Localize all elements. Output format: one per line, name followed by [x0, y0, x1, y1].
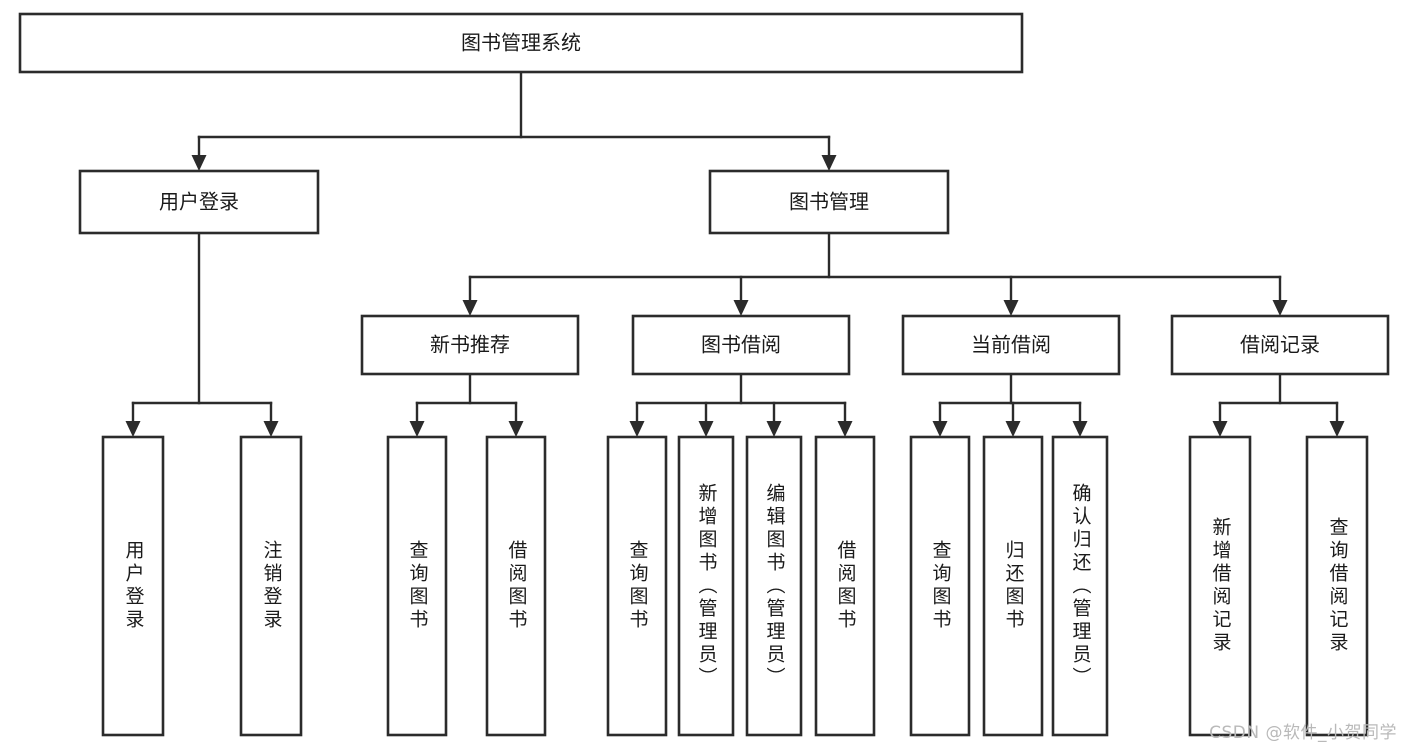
node-leaf-2[interactable]	[386, 435, 448, 737]
arrow-level2-1	[821, 155, 837, 171]
node-leaf-6[interactable]	[745, 435, 803, 737]
node-leaf-1[interactable]	[239, 435, 303, 737]
node-leaf-11[interactable]	[1188, 435, 1252, 737]
arrow-level3-2	[1003, 300, 1019, 316]
arrow-leaf-3	[508, 421, 524, 437]
arrow-leaf-4	[629, 421, 645, 437]
connectors-layer	[125, 70, 1345, 437]
node-level3-label-3: 借阅记录	[1240, 333, 1320, 357]
node-level2-0[interactable]	[78, 169, 320, 235]
node-leaf-3[interactable]	[485, 435, 547, 737]
boxes-layer	[18, 12, 1390, 737]
node-level3-1[interactable]	[631, 314, 851, 376]
arrow-level3-3	[1272, 300, 1288, 316]
node-leaf-4[interactable]	[606, 435, 668, 737]
node-leaf-7[interactable]	[814, 435, 876, 737]
arrow-leaf-9	[1005, 421, 1021, 437]
arrow-leaf-8	[932, 421, 948, 437]
node-root[interactable]	[18, 12, 1024, 74]
arrow-leaf-12	[1329, 421, 1345, 437]
node-leaf-10[interactable]	[1051, 435, 1109, 737]
node-level3-0[interactable]	[360, 314, 580, 376]
node-level3-label-0: 新书推荐	[430, 333, 510, 357]
node-leaf-9[interactable]	[982, 435, 1044, 737]
arrow-leaf-10	[1072, 421, 1088, 437]
node-leaf-12[interactable]	[1305, 435, 1369, 737]
arrow-level2-0	[191, 155, 207, 171]
node-level2-1[interactable]	[708, 169, 950, 235]
node-level2-label-1: 图书管理	[789, 190, 869, 214]
node-level3-label-2: 当前借阅	[971, 333, 1051, 357]
arrow-leaf-7	[837, 421, 853, 437]
arrow-leaf-11	[1212, 421, 1228, 437]
arrow-leaf-2	[409, 421, 425, 437]
node-level3-2[interactable]	[901, 314, 1121, 376]
arrow-level3-0	[462, 300, 478, 316]
arrow-leaf-5	[698, 421, 714, 437]
node-level3-label-1: 图书借阅	[701, 333, 781, 357]
node-root-label: 图书管理系统	[461, 31, 581, 55]
node-level3-3[interactable]	[1170, 314, 1390, 376]
watermark-text: CSDN @软件_小贺同学	[1209, 723, 1397, 743]
arrow-leaf-1	[263, 421, 279, 437]
arrow-level3-1	[733, 300, 749, 316]
node-leaf-0[interactable]	[101, 435, 165, 737]
arrow-leaf-0	[125, 421, 141, 437]
node-leaf-8[interactable]	[909, 435, 971, 737]
arrow-leaf-6	[766, 421, 782, 437]
node-leaf-5[interactable]	[677, 435, 735, 737]
node-level2-label-0: 用户登录	[159, 190, 239, 214]
